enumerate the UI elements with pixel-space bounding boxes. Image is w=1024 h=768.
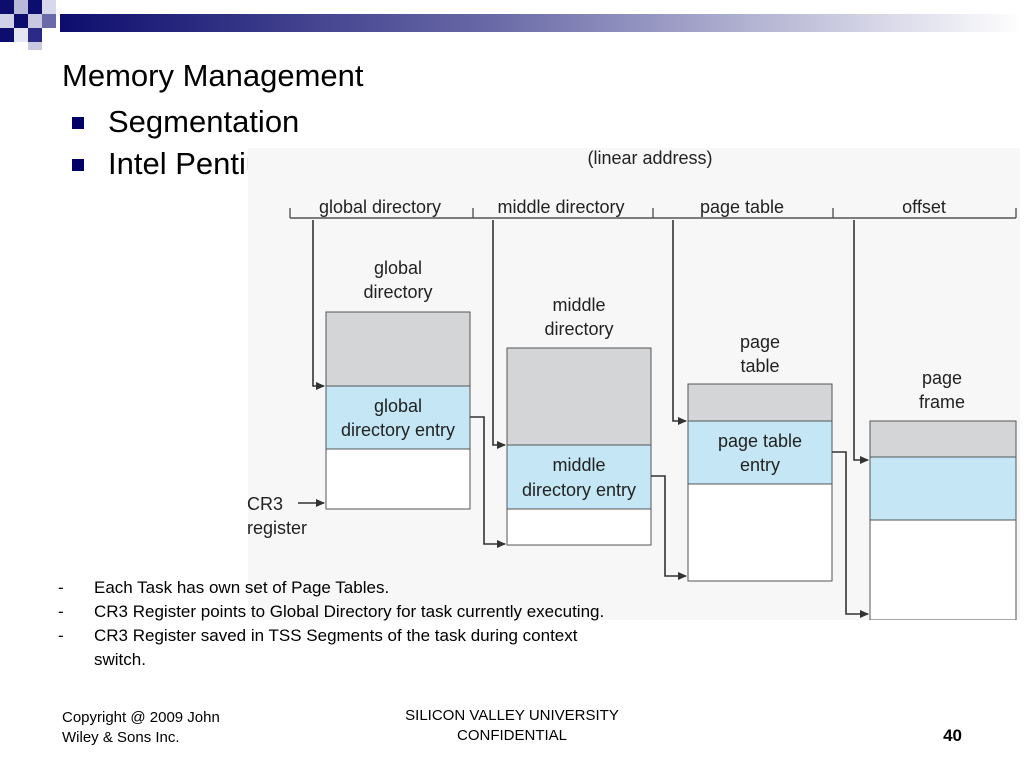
middle-directory-entry-line1: middle — [552, 455, 605, 475]
global-entry-arrow — [470, 416, 506, 548]
bullet-text: Segmentation — [108, 104, 300, 139]
note-marker: - — [58, 578, 64, 597]
global-directory-title-line1: global — [374, 258, 422, 278]
arrows — [298, 220, 869, 618]
page-table-entry-line2: entry — [740, 455, 780, 475]
note-marker: - — [58, 626, 64, 645]
field-page-table: page table — [700, 197, 784, 217]
copyright-line: Copyright @ 2009 John — [62, 709, 220, 726]
global-directory-title-line2: directory — [363, 282, 432, 302]
page-frame-table — [869, 420, 1017, 620]
pagetable-entry-arrow — [832, 451, 869, 618]
global-directory-entry-line1: global — [374, 396, 422, 416]
middle-entry-arrow — [651, 475, 687, 580]
page-table-table — [687, 383, 833, 582]
page-table-entry-line1: page table — [718, 431, 802, 451]
note-text: CR3 Register saved in TSS Segments of th… — [94, 626, 578, 669]
footer-copyright: Copyright @ 2009 John Wiley & Sons Inc. — [62, 708, 282, 748]
header-band — [0, 0, 1024, 50]
field-middle-directory: middle directory — [497, 197, 624, 217]
bullet-square-icon — [72, 159, 84, 171]
middle-directory-title-line2: directory — [544, 319, 613, 339]
middle-field-arrow — [492, 220, 506, 449]
page-frame-title-line1: page — [922, 368, 962, 388]
confidential-line: SILICON VALLEY UNIVERSITY — [405, 707, 619, 724]
paging-diagram: (linear address) global directory middle… — [247, 148, 1020, 620]
middle-directory-entry-line2: directory entry — [522, 480, 636, 500]
pagetable-field-arrow — [672, 220, 687, 425]
note-item: - Each Task has own set of Page Tables. — [58, 576, 618, 600]
note-item: - CR3 Register points to Global Director… — [58, 600, 618, 624]
note-marker: - — [58, 602, 64, 621]
offset-field-arrow — [853, 220, 869, 464]
middle-directory-table — [506, 347, 652, 546]
header-gradient-bar — [60, 14, 1024, 32]
cr3-label-line1: CR3 — [247, 494, 283, 514]
header-squares-decoration — [0, 0, 56, 50]
footer-confidential: SILICON VALLEY UNIVERSITY CONFIDENTIAL — [372, 706, 652, 746]
copyright-line: Wiley & Sons Inc. — [62, 729, 180, 746]
confidential-line: CONFIDENTIAL — [456, 727, 567, 744]
note-text: CR3 Register points to Global Directory … — [94, 602, 605, 621]
cr3-label-line2: register — [247, 518, 307, 538]
linear-address-label: (linear address) — [587, 148, 712, 168]
notes-list: - Each Task has own set of Page Tables. … — [58, 576, 618, 672]
page-table-title-line2: table — [740, 356, 779, 376]
global-directory-entry-line2: directory entry — [341, 420, 455, 440]
field-offset: offset — [902, 197, 946, 217]
slide-title: Memory Management — [62, 58, 364, 93]
page-number: 40 — [943, 726, 962, 745]
linear-address-fields — [289, 208, 1017, 219]
field-global-directory: global directory — [319, 197, 441, 217]
global-directory-table — [325, 311, 471, 510]
note-text: Each Task has own set of Page Tables. — [94, 578, 390, 597]
note-item: - CR3 Register saved in TSS Segments of … — [58, 624, 618, 672]
global-field-arrow — [312, 220, 325, 390]
bullet-square-icon — [72, 117, 84, 129]
page-table-title-line1: page — [740, 332, 780, 352]
page-frame-title-line2: frame — [919, 392, 965, 412]
middle-directory-title-line1: middle — [552, 295, 605, 315]
